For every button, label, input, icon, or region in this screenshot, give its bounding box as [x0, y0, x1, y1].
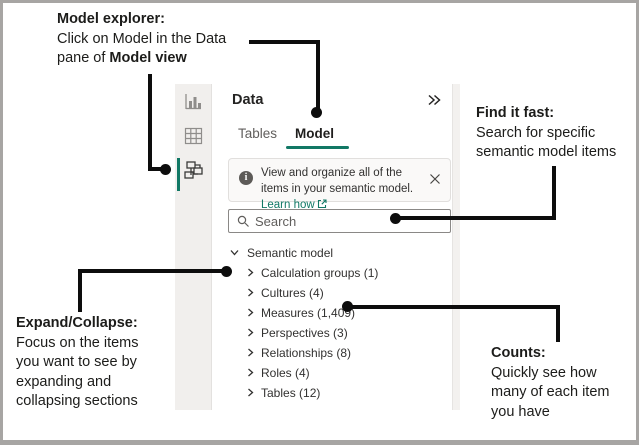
tree-item-label: Roles (4)	[261, 366, 310, 380]
annotation-text: pane of	[57, 50, 110, 66]
callout-line-counts	[348, 305, 560, 342]
annotation-line: collapsing sections	[16, 393, 138, 409]
tab-model[interactable]: Model	[295, 126, 334, 141]
info-line2: your semantic model.	[303, 183, 414, 195]
collapse-pane-icon[interactable]	[426, 92, 442, 108]
tree-item-relationships[interactable]: Relationships (8)	[212, 343, 452, 363]
info-line1: View and organize all of the items in	[261, 167, 403, 195]
annotation-line: Focus on the items	[16, 334, 139, 351]
annotation-title: Counts:	[491, 345, 546, 361]
annotation-title: Expand/Collapse:	[16, 315, 138, 331]
tree-item-tables[interactable]: Tables (12)	[212, 383, 452, 403]
tree-item-cultures[interactable]: Cultures (4)	[212, 283, 452, 303]
tree-item-label: Perspectives (3)	[261, 326, 348, 340]
annotation-line: semantic model items	[476, 144, 617, 160]
callout-dot-search	[390, 213, 401, 224]
report-view-icon[interactable]	[183, 92, 204, 112]
search-icon	[237, 215, 249, 227]
semantic-model-tree: Semantic model Calculation groups (1) Cu…	[212, 243, 452, 403]
model-view-selection-bar	[177, 158, 180, 191]
callout-line-model-view-icon	[148, 74, 166, 171]
tree-item-label: Tables (12)	[261, 386, 321, 400]
annotation-line: Quickly see how	[491, 364, 597, 381]
data-pane-panel: Data Tables Model i View and organize al…	[175, 84, 460, 410]
tree-item-calculation-groups[interactable]: Calculation groups (1)	[212, 263, 452, 283]
table-view-icon[interactable]	[183, 126, 204, 146]
annotation-title: Find it fast:	[476, 105, 555, 121]
annotation-title: Model explorer:	[57, 11, 165, 27]
tree-item-label: Measures (1,409)	[261, 306, 356, 320]
info-text: View and organize all of the items in yo…	[261, 165, 421, 214]
model-view-icon[interactable]	[183, 160, 204, 180]
chevron-right-icon	[245, 267, 256, 281]
chevron-right-icon	[245, 327, 256, 341]
data-pane: Data Tables Model i View and organize al…	[212, 84, 452, 410]
pane-title: Data	[232, 92, 264, 108]
callout-dot-model-tab	[311, 107, 322, 118]
annotation-text-bold: Model view	[109, 50, 187, 66]
learn-how-link[interactable]: Learn how	[261, 199, 315, 211]
external-link-icon	[317, 198, 327, 214]
tree-item-perspectives[interactable]: Perspectives (3)	[212, 323, 452, 343]
annotation-model-explorer: Model explorer: Click on Model in the Da…	[57, 10, 226, 69]
tree-root-semantic-model[interactable]: Semantic model	[212, 243, 452, 263]
callout-line-model-tab	[249, 40, 320, 112]
view-switcher-sidebar	[175, 84, 212, 410]
annotation-find-it-fast: Find it fast: Search for specific semant…	[476, 104, 616, 163]
info-banner: i View and organize all of the items in …	[228, 158, 451, 211]
tree-item-label: Relationships (8)	[261, 346, 352, 360]
annotation-line: many of each item	[491, 384, 610, 400]
chevron-right-icon	[245, 387, 256, 401]
tree-root-label: Semantic model	[247, 246, 334, 260]
annotation-counts: Counts: Quickly see how many of each ite…	[491, 344, 609, 422]
chevron-right-icon	[245, 307, 256, 321]
annotation-line: expanding and	[16, 373, 112, 390]
tree-item-roles[interactable]: Roles (4)	[212, 363, 452, 383]
callout-dot-model-view-icon	[160, 164, 171, 175]
callout-dot-counts	[342, 301, 353, 312]
annotation-line: Click on Model in the Data	[57, 30, 227, 47]
search-box	[228, 209, 451, 233]
annotation-line: pane of Model view	[57, 49, 226, 69]
tree-item-measures[interactable]: Measures (1,409)	[212, 303, 452, 323]
annotation-line: you have	[491, 403, 550, 420]
search-input[interactable]	[255, 211, 405, 231]
callout-line-expand-collapse	[78, 269, 227, 312]
tree-item-label: Cultures (4)	[261, 286, 324, 300]
tree-item-label: Calculation groups (1)	[261, 266, 379, 280]
chevron-right-icon	[245, 287, 256, 301]
info-icon: i	[239, 171, 253, 185]
close-icon[interactable]	[428, 172, 442, 186]
callout-line-search	[396, 166, 556, 220]
tab-tables[interactable]: Tables	[238, 126, 278, 141]
annotation-line: Search for specific	[476, 124, 596, 141]
annotation-line: you want to see by	[16, 354, 137, 370]
callout-dot-expand-collapse	[221, 266, 232, 277]
chevron-right-icon	[245, 347, 256, 361]
chevron-down-icon	[229, 247, 240, 261]
pane-edge-strip	[452, 84, 460, 410]
active-tab-underline	[286, 146, 349, 149]
annotation-expand-collapse: Expand/Collapse: Focus on the items you …	[16, 314, 139, 412]
chevron-right-icon	[245, 367, 256, 381]
